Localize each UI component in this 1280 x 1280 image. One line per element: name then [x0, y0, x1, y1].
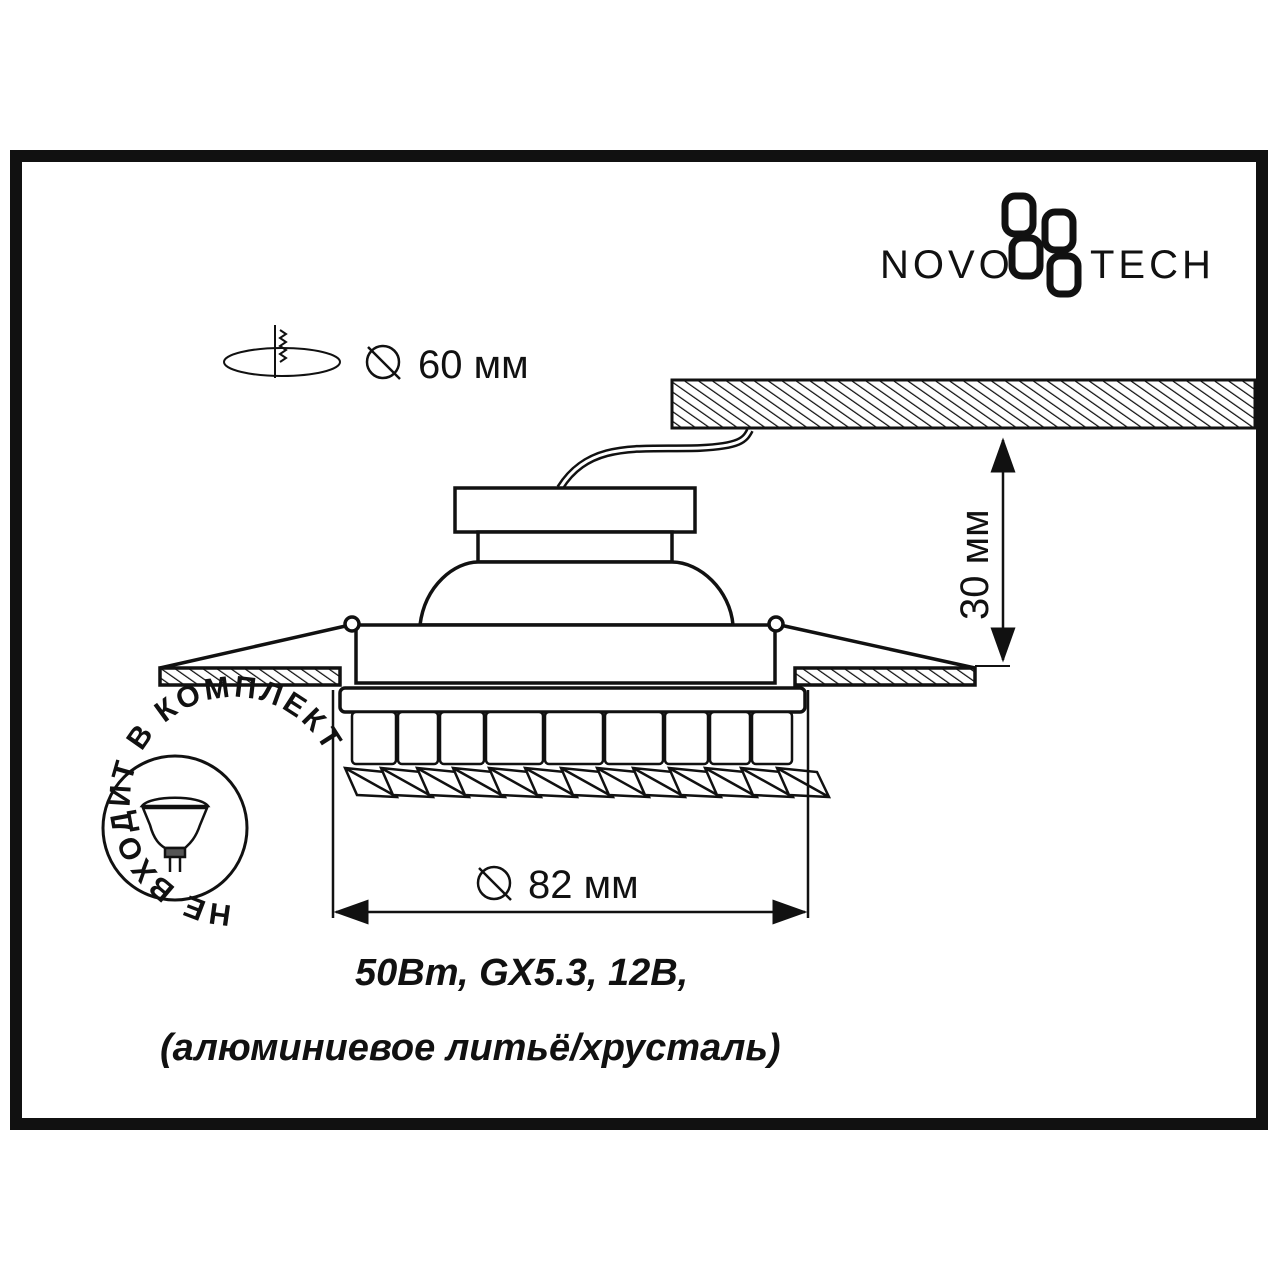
ceiling-slab: [670, 378, 1257, 430]
crystal-block: [543, 710, 605, 766]
crystal-block: [750, 710, 794, 766]
logo-mark: [1001, 192, 1082, 298]
specs-line-2: (алюминиевое литьё/хрусталь): [160, 1027, 781, 1069]
ceiling-hole-saw-icon: [223, 325, 341, 378]
crystals: [342, 710, 832, 799]
frame-border: [10, 150, 1268, 1130]
crystal-block: [350, 710, 398, 766]
specs-line-1: 50Вт, GX5.3, 12В,: [355, 952, 688, 994]
crystal-block: [708, 710, 752, 766]
fixture: [158, 486, 977, 714]
diameter-icon: [365, 344, 401, 380]
crystal-block: [663, 710, 710, 766]
brand-logo: NOVO TECH: [880, 192, 1215, 298]
crystal-block: [438, 710, 486, 766]
cutout-label: 60 мм: [418, 343, 529, 387]
crystal-block: [484, 710, 545, 766]
width-label: 82 мм: [528, 863, 639, 907]
brand-left: NOVO: [880, 243, 1014, 287]
lamp-not-included-badge: НЕ ВХОДИТ В КОМПЛЕКТ: [101, 670, 346, 931]
crystal-facet: [774, 766, 832, 799]
mr16-lamp-icon: [139, 796, 211, 872]
height-label: 30 мм: [953, 509, 997, 620]
crystal-block: [396, 710, 440, 766]
crystal-block: [603, 710, 665, 766]
brand-right: TECH: [1090, 243, 1215, 287]
diameter-icon: [476, 865, 512, 901]
